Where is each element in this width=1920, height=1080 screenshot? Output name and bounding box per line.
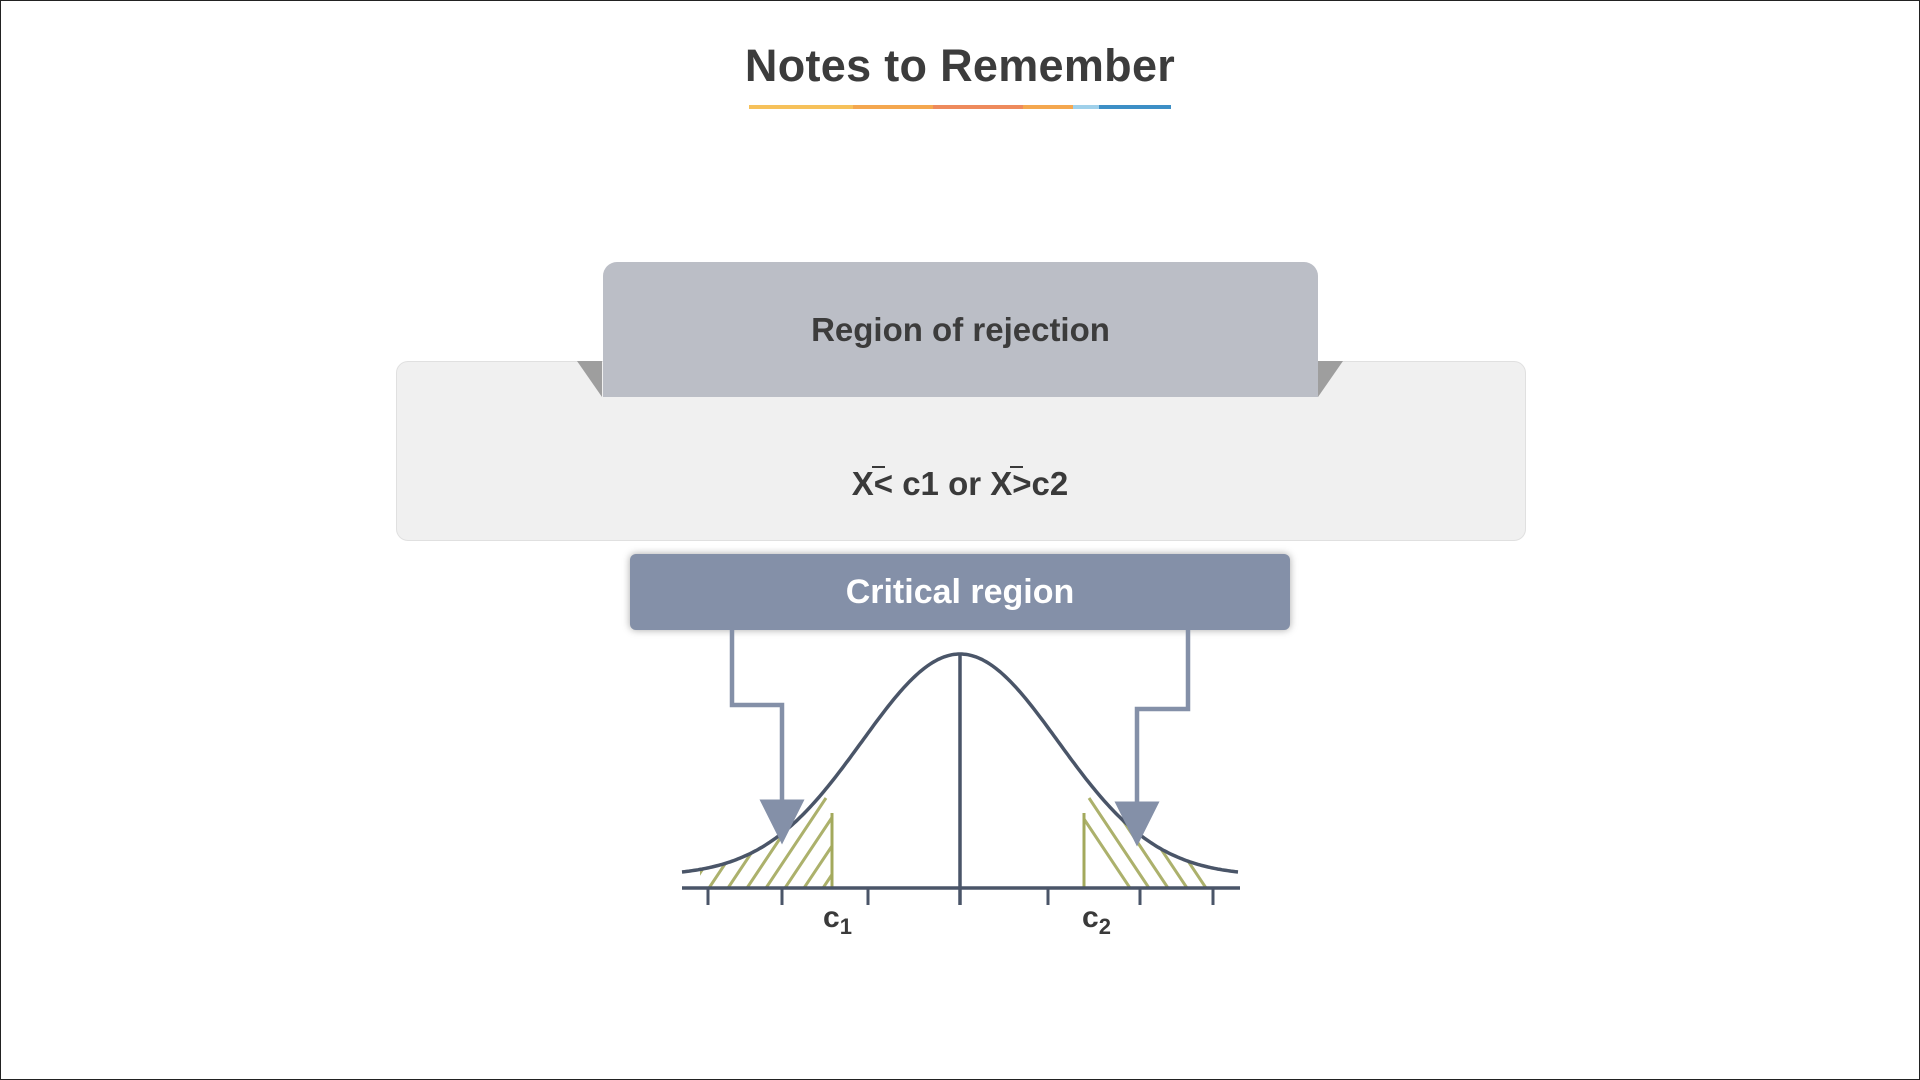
x-bar-symbol-2: X <box>990 465 1024 502</box>
hatch-line <box>764 797 828 888</box>
critical-region-box: Critical region <box>630 554 1290 630</box>
hatch-line <box>726 797 790 888</box>
right-tail-hatch <box>1084 797 1282 888</box>
formula-part-2: >c2 <box>1012 465 1069 502</box>
hatch-line <box>783 797 832 888</box>
hatch-line <box>745 797 809 888</box>
rejection-tab: Region of rejection <box>603 262 1318 397</box>
rejection-formula: X< c1 or X>c2 <box>396 465 1524 503</box>
page-title: Notes to Remember <box>744 40 1176 91</box>
title-underline <box>749 105 1171 109</box>
underline-segment <box>749 105 853 109</box>
hatch-line <box>1144 797 1208 888</box>
left-connector-arrow <box>729 630 805 845</box>
tab-fold-right <box>1318 361 1343 397</box>
c1-label: c1 <box>823 901 852 939</box>
underline-segment <box>853 105 933 109</box>
rejection-tab-label: Region of rejection <box>811 310 1110 348</box>
underline-segment <box>1023 105 1073 109</box>
hatch-line <box>700 797 752 888</box>
right-connector-arrow <box>1114 630 1191 847</box>
underline-segment <box>1073 105 1099 109</box>
left-tail-hatch <box>700 797 902 888</box>
x-bar-symbol: X <box>851 465 885 502</box>
tab-fold-left <box>577 361 602 397</box>
underline-segment <box>1099 105 1171 109</box>
hatch-line <box>1163 797 1210 888</box>
critical-region-label: Critical region <box>845 572 1075 611</box>
axis-ticks <box>706 888 1215 905</box>
underline-segment <box>933 105 1023 109</box>
hatch-line <box>842 798 902 888</box>
hatch-line <box>1087 797 1151 888</box>
hatch-line <box>1222 798 1282 888</box>
hatch-line <box>802 797 832 888</box>
hatch-line <box>1182 797 1210 888</box>
hatch-line <box>1201 797 1210 888</box>
hatch-line <box>707 797 771 888</box>
hatch-line <box>1084 797 1132 888</box>
c2-label: c2 <box>1082 901 1111 939</box>
formula-part-1: < c1 or <box>873 465 991 502</box>
